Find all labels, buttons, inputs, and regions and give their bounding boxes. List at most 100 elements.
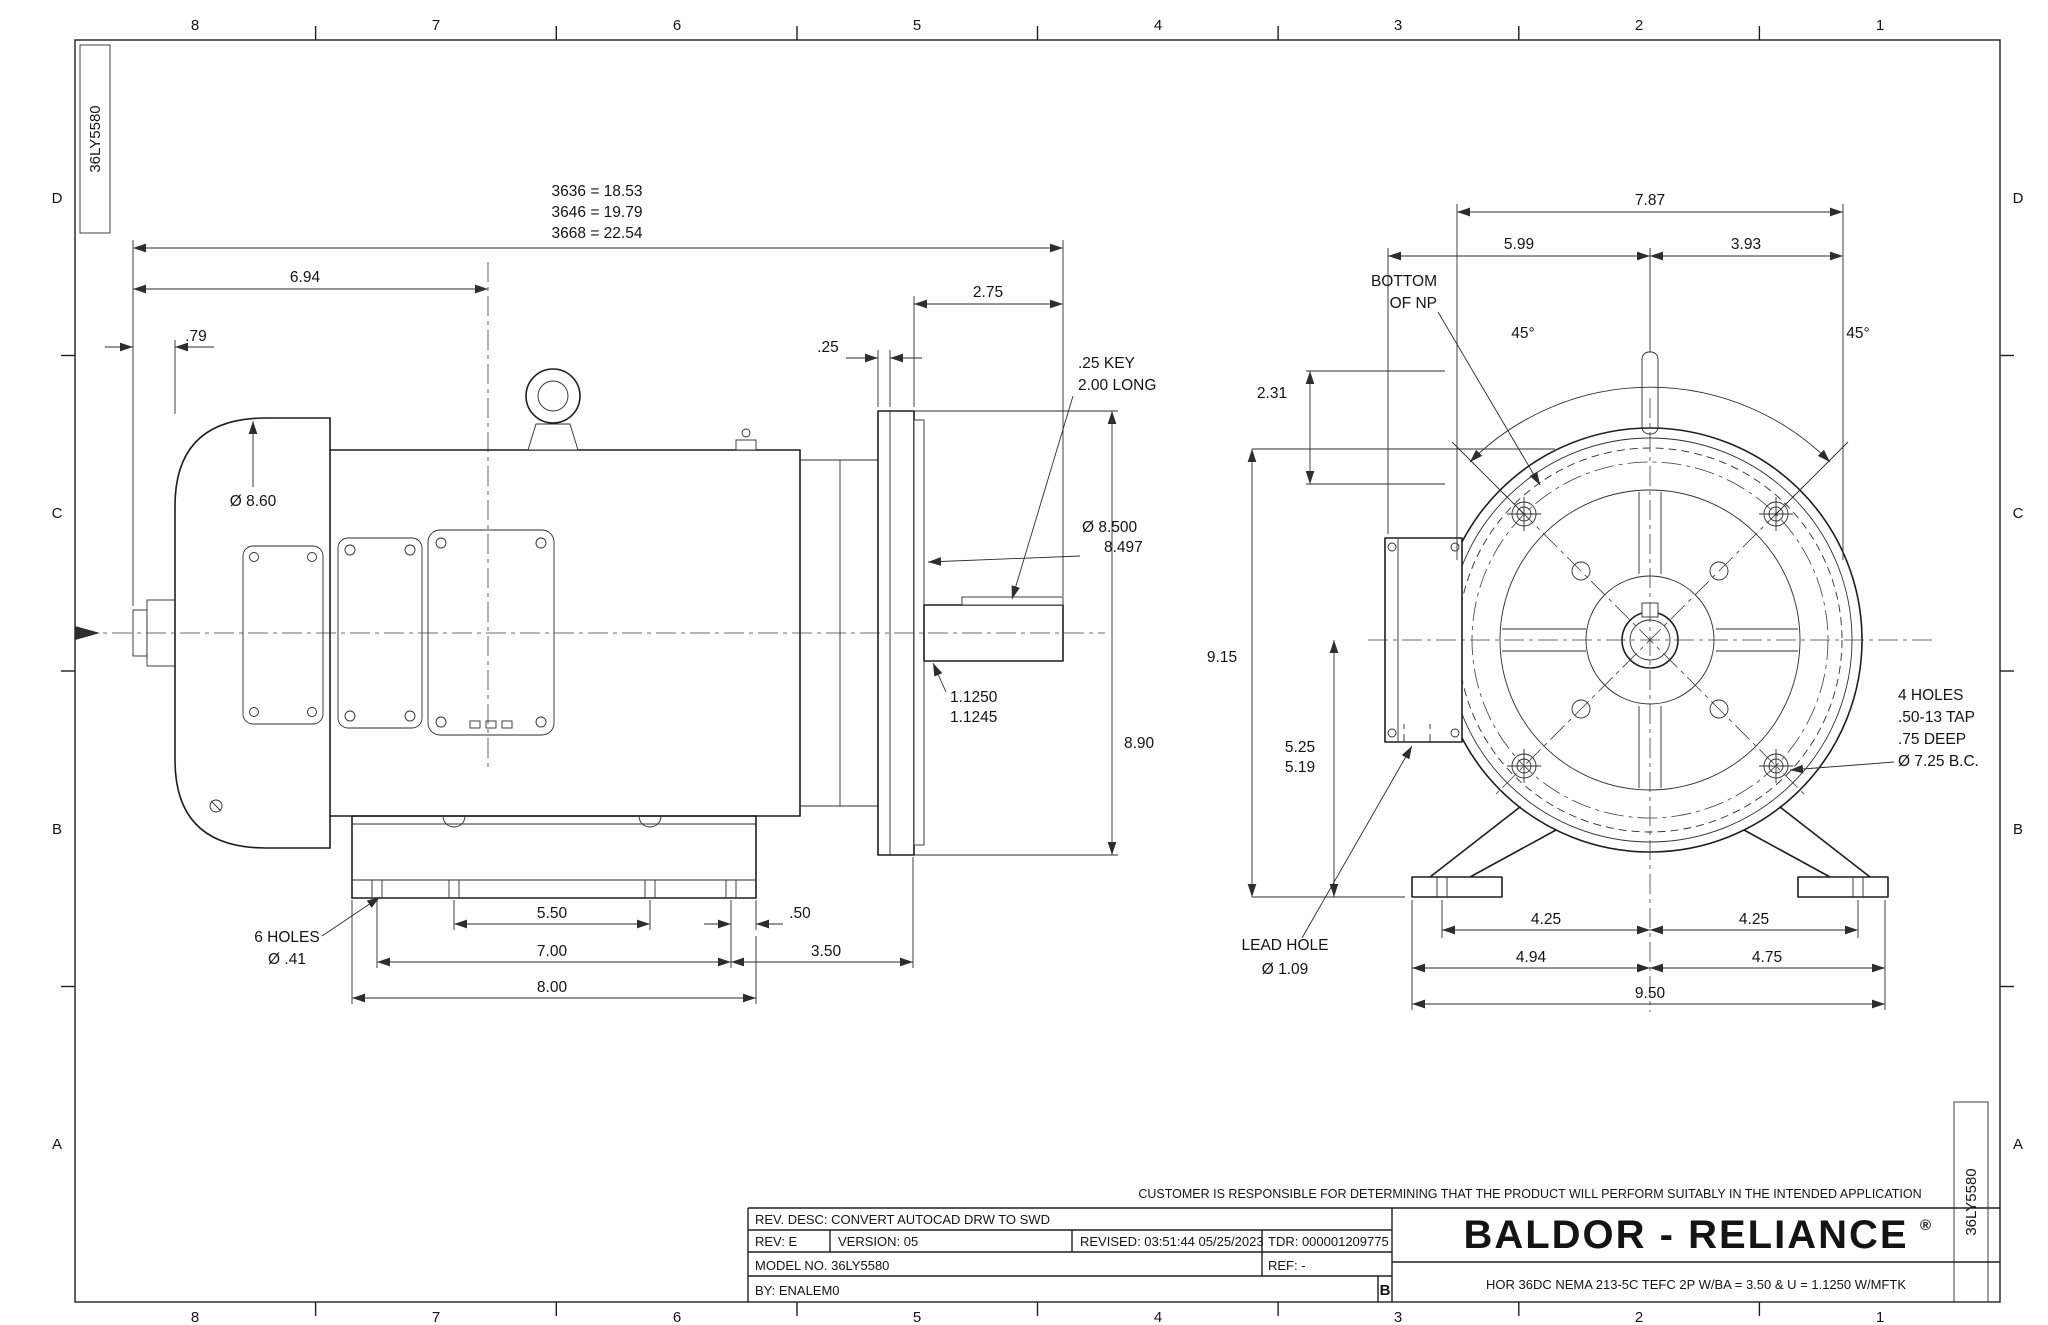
flange-pilot [913,419,925,846]
dim-275: 2.75 [973,284,1003,301]
product-description: HOR 36DC NEMA 213-5C TEFC 2P W/BA = 3.50… [1486,1277,1906,1292]
dim-550: 5.50 [537,905,568,922]
zone-col: 4 [1154,1309,1162,1325]
face-hole [1571,561,1591,581]
zone-col: 8 [191,17,199,34]
dim-flange-dia-1: Ø 8.500 [1082,519,1138,536]
lead-hole-note-line2: Ø 1.09 [1262,961,1309,978]
part-number-label: 36LY5580 [87,105,104,172]
zone-letters-left: D C B A [52,190,63,1153]
dim-393: 3.93 [1731,236,1761,253]
np-note-line1: BOTTOM [1371,273,1437,290]
front-view: 7.87 5.99 3.93 BOTTOM OF NP 45° 45° 2.31… [1207,192,1979,1012]
dim-25: .25 [817,339,839,356]
zone-numbers-bottom: 8 7 6 5 4 3 2 1 [191,1309,1884,1325]
dim-599: 5.99 [1504,236,1534,253]
title-block-lines [747,1207,2000,1302]
side-view-dimensions: 3636 = 18.53 3646 = 19.79 3668 = 22.54 6… [105,183,1156,1004]
bell-access-cover [242,545,324,725]
np-note-line2: OF NP [1390,295,1437,312]
border-frame: 8 7 6 5 4 3 2 1 8 7 6 5 4 3 2 1 D C B A … [52,17,2024,1325]
zone-letters-right: D C B A [2013,190,2024,1153]
face-hole [1709,561,1729,581]
lead-hole-note-line1: LEAD HOLE [1241,937,1328,954]
dim-total-length-1: 3636 = 18.53 [552,183,643,200]
zone-col: 6 [673,17,681,34]
dim-475: 4.75 [1752,949,1782,966]
zone-row: C [52,505,63,522]
by: BY: ENALEM0 [755,1283,840,1298]
ref: REF: - [1268,1258,1306,1273]
dim-425-right: 4.25 [1739,911,1769,928]
zone-row: D [52,190,63,207]
dim-700: 7.00 [537,943,568,960]
zone-col: 7 [432,17,440,34]
dim-50: .50 [789,905,811,922]
registered-mark: ® [1920,1217,1931,1234]
dim-915: 9.15 [1207,649,1237,666]
zone-col: 3 [1394,1309,1402,1325]
brand-logo-text: BALDOR - RELIANCE [1463,1213,1908,1257]
dim-694: 6.94 [290,269,321,286]
zone-col: 1 [1876,17,1884,34]
tap-note-line4: Ø 7.25 B.C. [1898,753,1979,770]
angle-45-right: 45° [1846,325,1869,342]
tap-note-line1: 4 HOLES [1898,687,1963,704]
top-lug [1641,351,1659,435]
holes-note-line2: Ø .41 [268,951,306,968]
zone-col: 2 [1635,1309,1643,1325]
title-block: CUSTOMER IS RESPONSIBLE FOR DETERMINING … [747,1187,2000,1302]
dim-890: 8.90 [1124,735,1155,752]
dim-800: 8.00 [537,979,568,996]
front-view-dimensions: 7.87 5.99 3.93 BOTTOM OF NP 45° 45° 2.31… [1207,192,1979,1010]
version: VERSION: 05 [838,1234,918,1249]
zone-numbers-top: 8 7 6 5 4 3 2 1 [191,17,1884,34]
dim-79: .79 [185,328,207,345]
motor-side-geometry [78,262,1105,899]
zone-col: 5 [913,17,921,34]
face-ribs [1502,492,1798,788]
diagonal-centerline [1494,484,1806,796]
zone-col: 6 [673,1309,681,1325]
model-number: MODEL NO. 36LY5580 [755,1258,889,1273]
dim-425-left: 4.25 [1531,911,1561,928]
sheet-size-letter: B [1380,1282,1391,1299]
eye-bolt-base [527,423,579,451]
key-note-line2: 2.00 LONG [1078,377,1156,394]
45-degree-arc [1469,386,1831,463]
drain-screw [209,799,223,813]
zone-col: 3 [1394,17,1402,34]
part-number-label: 36LY5580 [1963,1168,1980,1235]
zone-row: A [52,1136,62,1153]
tdr: TDR: 000001209775 [1268,1234,1389,1249]
rev: REV: E [755,1234,797,1249]
key-note-line1: .25 KEY [1078,355,1135,372]
dim-950: 9.50 [1635,985,1666,1002]
zone-ticks [61,26,2014,1316]
face-hole [1709,699,1729,719]
part-number-box-top-left: 36LY5580 [79,44,111,234]
dim-525: 5.25 [1285,739,1315,756]
rev-desc: REV. DESC: CONVERT AUTOCAD DRW TO SWD [755,1212,1050,1227]
dim-total-length-2: 3646 = 19.79 [552,204,643,221]
terminal-box-large [427,529,555,736]
part-number-box-bottom-right: 36LY5580 [1953,1101,1989,1303]
zone-col: 2 [1635,17,1643,34]
mounting-base [351,815,757,899]
dim-shaft-dia-1: 1.1250 [950,689,998,706]
dim-231: 2.31 [1257,385,1287,402]
zone-row: A [2013,1136,2023,1153]
dim-flange-dia-2: 8.497 [1104,539,1143,556]
motor-front-geometry [1368,351,1932,1012]
side-view: 3636 = 18.53 3646 = 19.79 3668 = 22.54 6… [78,183,1156,1004]
dim-350: 3.50 [811,943,842,960]
dim-519: 5.19 [1285,759,1315,776]
zone-col: 8 [191,1309,199,1325]
dim-total-length-3: 3668 = 22.54 [552,225,643,242]
disclaimer-text: CUSTOMER IS RESPONSIBLE FOR DETERMINING … [1138,1187,1921,1201]
zone-row: B [2013,821,2023,838]
zone-row: C [2013,505,2024,522]
dim-frame-diameter: Ø 8.60 [230,493,277,510]
